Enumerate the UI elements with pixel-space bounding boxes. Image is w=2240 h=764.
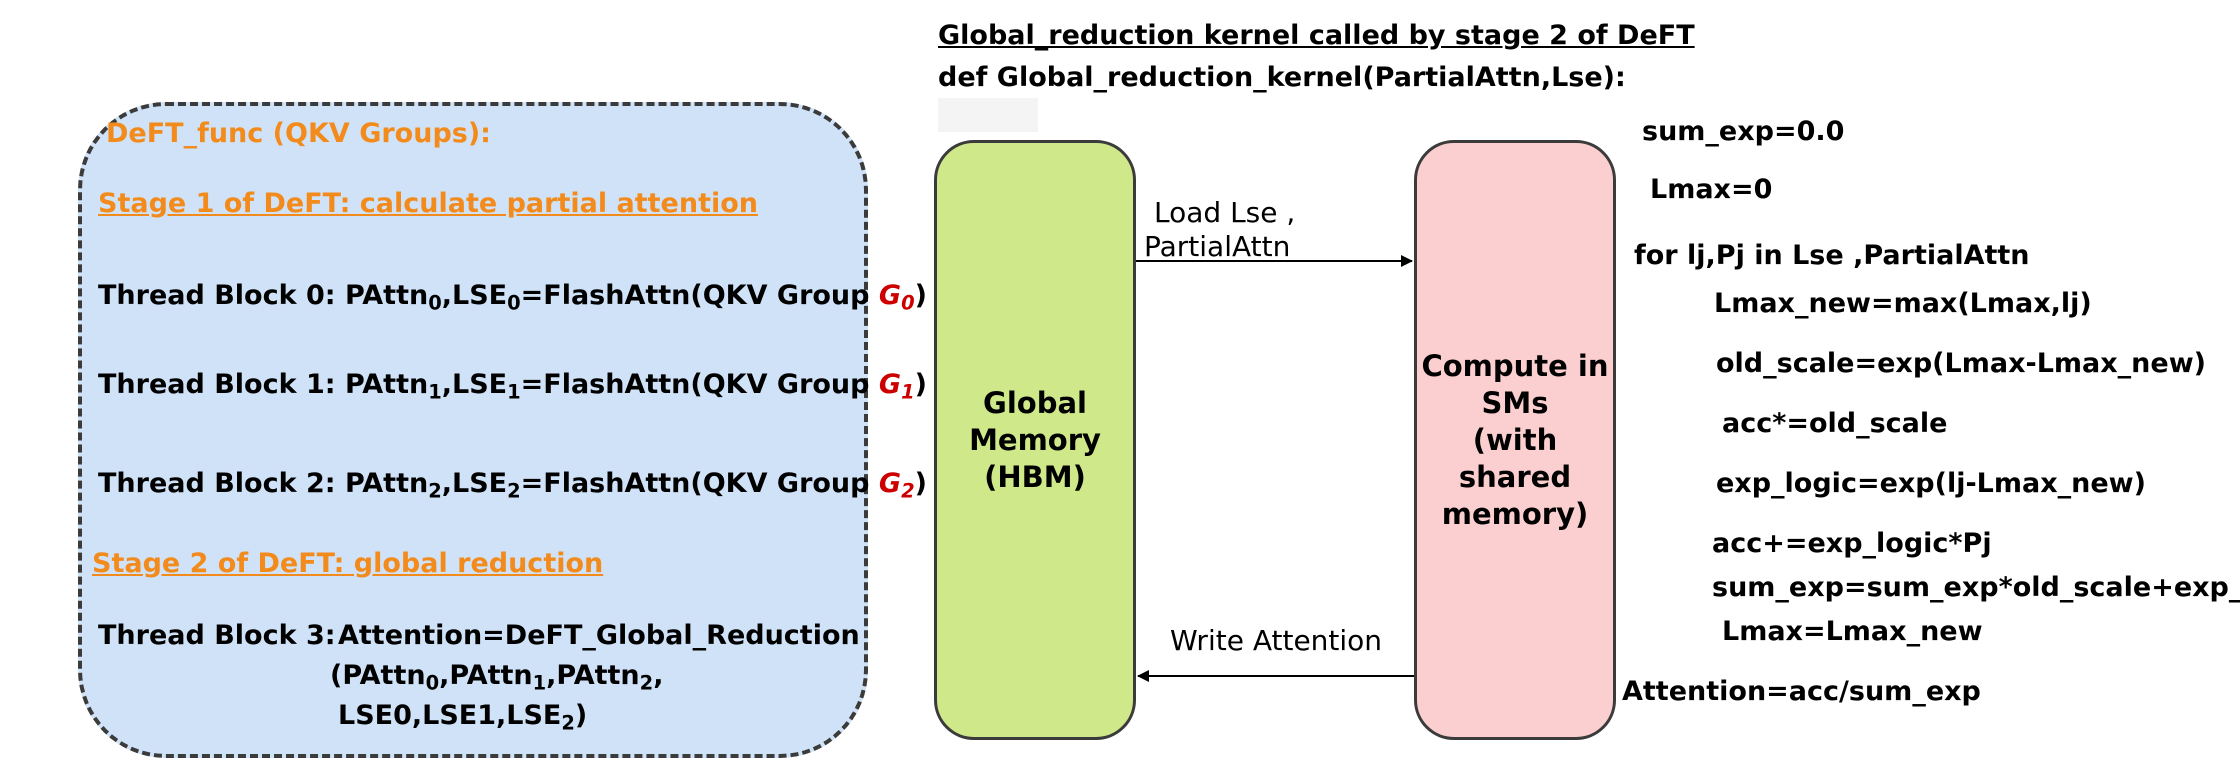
code-line-11: Attention=acc/sum_exp xyxy=(1622,676,1981,707)
code-line-2: Lmax=0 xyxy=(1650,174,1773,205)
tb3-line2: (PAttn0,PAttn1,PAttn2, xyxy=(330,660,664,695)
code-line-10: Lmax=Lmax_new xyxy=(1722,616,1983,647)
global-memory-label: Global Memory (HBM) xyxy=(969,385,1101,494)
tb0-label: Thread Block 0: xyxy=(98,280,336,311)
stage2-title: Stage 2 of DeFT: global reduction xyxy=(92,548,604,579)
code-line-4: Lmax_new=max(Lmax,lj) xyxy=(1714,288,2092,319)
tb3-line3: LSE0,LSE1,LSE2) xyxy=(338,700,588,735)
thread-block-0: Thread Block 0: PAttn0,LSE0=FlashAttn(QK… xyxy=(98,280,927,315)
group-g1: G1 xyxy=(878,369,915,404)
code-line-3: for lj,Pj in Lse ,PartialAttn xyxy=(1634,240,2030,271)
code-line-8: acc+=exp_logic*Pj xyxy=(1712,528,1992,559)
tb3-line1: Attention=DeFT_Global_Reduction xyxy=(338,620,860,651)
load-arrow-label-2: PartialAttn xyxy=(1144,230,1291,263)
stage1-title: Stage 1 of DeFT: calculate partial atten… xyxy=(98,188,758,219)
kernel-header: Global_reduction kernel called by stage … xyxy=(938,20,1695,51)
code-line-1: sum_exp=0.0 xyxy=(1642,116,1845,147)
code-line-6: acc*=old_scale xyxy=(1722,408,1948,439)
deft-func-panel xyxy=(78,102,868,758)
group-g2: G2 xyxy=(878,468,915,503)
code-line-7: exp_logic=exp(lj-Lmax_new) xyxy=(1716,468,2146,499)
thread-block-2: Thread Block 2: PAttn2,LSE2=FlashAttn(QK… xyxy=(98,468,927,503)
tb3-label: Thread Block 3: xyxy=(98,620,336,651)
thread-block-1: Thread Block 1: PAttn1,LSE1=FlashAttn(QK… xyxy=(98,369,927,404)
compute-sm-box: Compute in SMs (with shared memory) xyxy=(1414,140,1616,740)
global-memory-box: Global Memory (HBM) xyxy=(934,140,1136,740)
group-g0: G0 xyxy=(878,280,915,315)
compute-sm-label: Compute in SMs (with shared memory) xyxy=(1421,348,1609,531)
code-line-9: sum_exp=sum_exp*old_scale+exp_logic xyxy=(1712,572,2240,603)
tb1-label: Thread Block 1: xyxy=(98,369,336,400)
load-arrow-label-1: Load Lse , xyxy=(1154,196,1296,229)
tb2-label: Thread Block 2: xyxy=(98,468,336,499)
code-line-5: old_scale=exp(Lmax-Lmax_new) xyxy=(1716,348,2206,379)
placeholder-strip xyxy=(938,98,1038,132)
func-title: DeFT_func (QKV Groups): xyxy=(106,118,491,149)
kernel-def-line: def Global_reduction_kernel(PartialAttn,… xyxy=(938,62,1626,93)
write-arrow-label: Write Attention xyxy=(1170,624,1383,657)
